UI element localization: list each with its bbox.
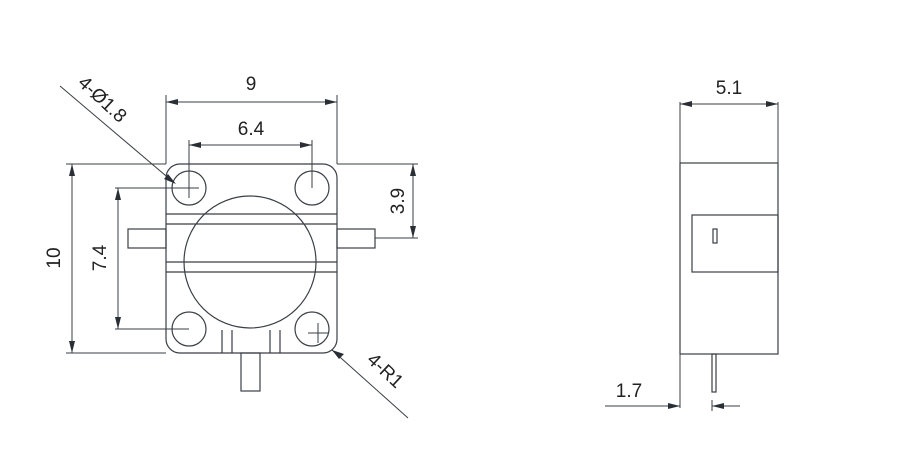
mount-hole-br bbox=[294, 311, 330, 347]
callout-hole-diameter: 4-Ø1.8 bbox=[74, 72, 131, 127]
dim-pin-offset: 3.9 bbox=[388, 188, 409, 214]
body-outline bbox=[165, 163, 338, 354]
pin-left bbox=[127, 228, 167, 249]
callout-corner-radius: 4-R1 bbox=[363, 349, 407, 392]
dim-thickness: 5.1 bbox=[716, 78, 742, 99]
pin-right bbox=[336, 228, 376, 249]
dim-side-pin-offset: 1.7 bbox=[616, 381, 642, 402]
pin-bottom bbox=[240, 352, 261, 392]
dim-overall-width: 9 bbox=[246, 74, 257, 95]
dim-hole-spacing-x: 6.4 bbox=[238, 119, 265, 140]
dim-hole-spacing-y: 7.4 bbox=[90, 244, 111, 271]
side-cover bbox=[691, 214, 779, 273]
dim-overall-height: 10 bbox=[44, 247, 65, 268]
side-view: 5.1 1.7 bbox=[605, 78, 779, 411]
ferrite-disc bbox=[183, 195, 317, 329]
side-pin bbox=[711, 353, 717, 393]
front-view: 9 6.4 10 7.4 3.9 4-Ø1.8 bbox=[44, 72, 418, 419]
side-body bbox=[679, 162, 779, 355]
side-slot bbox=[712, 228, 718, 244]
